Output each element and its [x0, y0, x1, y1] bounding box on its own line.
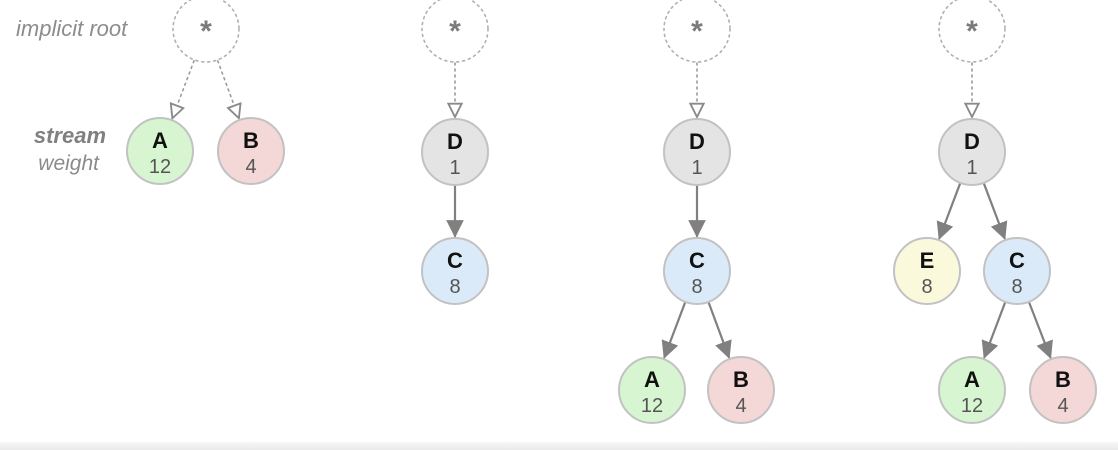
stream-node-a: A 12: [618, 356, 686, 424]
node-circle: [126, 117, 194, 185]
stream-weight-label: 8: [691, 276, 702, 298]
root-symbol: *: [200, 15, 212, 48]
stream-node-b: B4: [707, 356, 775, 424]
stream-id-label: B: [243, 128, 259, 153]
node-circle: [707, 356, 775, 424]
node-circle: [1029, 356, 1097, 424]
stream-node-b: B4: [217, 117, 285, 185]
node-circle: [938, 118, 1006, 186]
stream-id-label: A: [964, 367, 980, 392]
bottom-divider: [0, 442, 1118, 450]
stream-id-label: C: [689, 248, 705, 273]
stream-weight-label: 8: [449, 276, 460, 298]
stream-node-d: D1: [421, 118, 489, 186]
implicit-root-circle: [938, 0, 1006, 63]
stream-node-c: C8: [421, 237, 489, 305]
stream-weight-label: 12: [641, 395, 663, 417]
stream-id-label: A: [152, 128, 168, 153]
stream-id-label: A: [644, 367, 660, 392]
node-circle: [663, 118, 731, 186]
stream-id-label: D: [964, 129, 980, 154]
stream-id-label: C: [447, 248, 463, 273]
stream-weight-label: 1: [691, 157, 702, 179]
stream-node-b: B4: [1029, 356, 1097, 424]
edge-c-to-a: [981, 301, 1007, 359]
node-circle: [893, 237, 961, 305]
stream-node-a: A 12: [938, 356, 1006, 424]
node-circle: [663, 237, 731, 305]
stream-node-a: A 12: [126, 117, 194, 185]
implicit-root-circle: [172, 0, 240, 63]
implicit-root-circle: [421, 0, 489, 63]
implicit-root-circle: [663, 0, 731, 63]
stream-id-label: C: [1009, 248, 1025, 273]
stream-weight-label: 4: [1057, 395, 1068, 417]
stream-weight-label: 12: [961, 395, 983, 417]
implicit-root-node: *: [421, 0, 489, 63]
stream-weight-label: 12: [149, 156, 171, 178]
edge-d-to-e: [936, 182, 962, 240]
stream-node-e: E8: [893, 237, 961, 305]
stream-id-label: E: [920, 248, 935, 273]
stream-weight-label: 1: [449, 157, 460, 179]
root-symbol: *: [449, 15, 461, 48]
stream-node-c: C8: [663, 237, 731, 305]
edge-c-to-a: [661, 301, 687, 359]
stream-weight-label: 8: [1011, 276, 1022, 298]
edge-c-to-b: [707, 301, 732, 359]
node-circle: [421, 118, 489, 186]
node-circle: [938, 356, 1006, 424]
edge-d-to-c: [982, 182, 1008, 240]
node-circle: [618, 356, 686, 424]
edges-layer: [172, 60, 1053, 359]
edge-c-to-b: [1028, 301, 1053, 359]
implicit-root-node: *: [172, 0, 240, 63]
node-circle: [983, 237, 1051, 305]
node-circle: [217, 117, 285, 185]
stream-weight-label: 1: [966, 157, 977, 179]
stream-weight-label: 4: [735, 395, 746, 417]
node-circle: [421, 237, 489, 305]
stream-weight-label: 4: [245, 156, 256, 178]
stream-id-label: D: [689, 129, 705, 154]
stream-node-d: D1: [663, 118, 731, 186]
stream-id-label: B: [1055, 367, 1071, 392]
root-symbol: *: [691, 15, 703, 48]
implicit-root-node: *: [938, 0, 1006, 63]
stream-id-label: B: [733, 367, 749, 392]
stream-id-label: D: [447, 129, 463, 154]
edge-root-to-b: [216, 60, 239, 118]
stream-node-d: D1: [938, 118, 1006, 186]
edge-root-to-a: [172, 60, 195, 118]
root-symbol: *: [966, 15, 978, 48]
stream-weight-label: 8: [921, 276, 932, 298]
stream-node-c: C8: [983, 237, 1051, 305]
implicit-root-node: *: [663, 0, 731, 63]
